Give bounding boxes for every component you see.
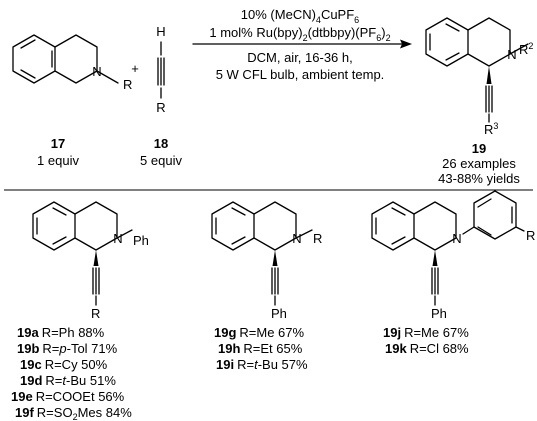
reactant-18-r-label: R (156, 100, 165, 115)
product-19-examples: 26 examples (442, 156, 516, 171)
product-19-n-label: N (507, 47, 516, 62)
reactant-18-h-label: H (156, 24, 165, 39)
group-b-n-label: N (292, 231, 301, 246)
group-c-para-substituent: R (526, 228, 535, 243)
reactant-17-r-label: R (123, 77, 132, 92)
condition-line-2: 1 mol% Ru(bpy)2(dtbbpy)(PF6)2 (209, 25, 390, 43)
group-b-n-substituent: R (313, 231, 322, 246)
reactant-18-number: 18 (154, 136, 168, 151)
group-c-alkyne-substituent: Ph (431, 306, 447, 321)
group-a-alkyne-substituent: R (91, 306, 100, 321)
product-19-yields: 43-88% yields (438, 171, 520, 186)
product-19-number: 19 (472, 141, 486, 156)
condition-line-1: 10% (MeCN)4CuPF6 (241, 7, 359, 25)
product-19-structure: N R2 R3 (425, 17, 533, 137)
reactant-17-structure: N R (12, 34, 132, 92)
group-a-n-label: N (113, 231, 122, 246)
structure-19j-19k: N R Ph (371, 190, 535, 321)
structure-19g-19i: N R Ph (211, 201, 322, 321)
reactant-17-equiv: 1 equiv (37, 153, 79, 168)
plus-sign: + (131, 61, 139, 76)
condition-line-4: 5 W CFL bulb, ambient temp. (216, 67, 385, 82)
reaction-arrow-head (400, 39, 412, 49)
product-19-r2-label: R2 (519, 41, 533, 57)
structure-19a-19f: N Ph R (32, 201, 149, 321)
product-19-r3-label: R3 (484, 121, 498, 137)
reactant-17-number: 17 (51, 136, 65, 151)
reactant-18-equiv: 5 equiv (140, 153, 182, 168)
reactant-18-structure: H R (156, 24, 165, 115)
group-b-alkyne-substituent: Ph (271, 306, 287, 321)
group-a-n-substituent: Ph (133, 233, 149, 248)
condition-line-3: DCM, air, 16-36 h, (247, 50, 353, 65)
reactant-17-n-label: N (92, 64, 101, 79)
group-c-n-label: N (452, 231, 461, 246)
